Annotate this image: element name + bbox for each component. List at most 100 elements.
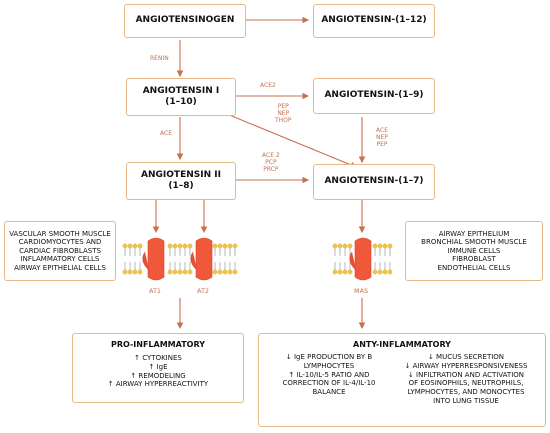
list-item: OF EOSINOPHILS, NEUTROPHILS, [408,379,524,388]
cell-line: IMMUNE CELLS [447,246,501,255]
cells-box-right: AIRWAY EPITHELIUM BRONCHIAL SMOOTH MUSCL… [405,221,543,281]
enzyme-prcp: PRCP [263,166,279,174]
receptor-label-at1: AT1 [149,287,162,295]
lipid-head [347,269,353,275]
list-item: CORRECTION OF IL-4/IL-10 [282,379,376,388]
enzyme-ace2-top: ACE2 [260,82,276,89]
cell-line: FIBROBLAST [452,255,496,264]
lipid-head [232,243,238,249]
lipid-head [187,243,193,249]
node-label: ANGIOTENSIN-(1–7) [324,176,424,187]
lipid-head [137,269,143,275]
membrane-left [122,243,238,275]
lipid-head [217,269,223,275]
enzyme-thop: THOP [275,117,292,125]
list-item: ↓ INFILTRATION AND ACTIVATION [407,370,525,379]
lipid-head [222,269,228,275]
lipid-head [372,269,378,275]
receptor-mas [354,237,372,281]
enzyme-nep: NEP [376,134,388,142]
receptor-at1-lobe [142,251,150,271]
lipid-head [172,243,178,249]
lipid-head [222,243,228,249]
cell-line: ENDOTHELIAL CELLS [437,263,511,272]
list-item: BALANCE [312,388,346,396]
lipid-head [167,243,173,249]
receptor-at1 [147,237,165,281]
cells-box-left: VASCULAR SMOOTH MUSCLE CARDIOMYOCYTES AN… [4,221,116,281]
lipid-head [217,243,223,249]
lipid-head [342,243,348,249]
anti-inflammatory-title: ANTY-INFLAMMATORY [353,340,451,349]
node-label: ANGIOTENSIN II [141,169,221,180]
enzyme-renin: RENIN [150,55,169,62]
lipid-head [187,269,193,275]
list-item: ↑ AIRWAY HYPERREACTIVITY [107,380,209,389]
list-item: ↑ IgE [148,362,168,371]
node-angiotensin-I: ANGIOTENSIN I (1–10) [126,78,236,116]
enzyme-ace-left: ACE [160,130,172,137]
enzyme-nep: NEP [277,110,290,118]
lipid-head [212,243,218,249]
node-angiotensin-1-7: ANGIOTENSIN-(1–7) [313,164,435,200]
cell-line: AIRWAY EPITHELIAL CELLS [14,263,106,272]
lipid-head [377,269,383,275]
lipid-head [372,243,378,249]
lipid-head [382,269,388,275]
enzyme-pep: PEP [277,103,289,110]
enzyme-pcp: PCP [265,159,277,167]
node-sublabel: (1–10) [165,97,197,107]
lipid-head [342,269,348,275]
lipid-head [332,269,338,275]
pro-inflammatory-list: ↑ CYTOKINES ↑ IgE ↑ REMODELING ↑ AIRWAY … [73,354,243,389]
lipid-head [337,243,343,249]
pro-inflammatory-title: PRO-INFLAMMATORY [111,340,205,349]
list-item: ↓ IgE PRODUCTION BY B [285,353,373,361]
list-item: LYMPHOCYTES [303,361,355,370]
membrane-right [332,243,393,275]
list-item: ↓ AIRWAY HYPERRESPONSIVENESS [404,361,528,370]
lipid-head [122,269,128,275]
enzyme-ace2-pcp-prcp: ACE 2 PCP PRCP [262,152,280,174]
lipid-head [332,243,338,249]
arrow-ang-I-to-1-7 [221,111,358,168]
receptor-at2-lobe [190,251,198,271]
pro-inflammatory-panel: PRO-INFLAMMATORY ↑ CYTOKINES ↑ IgE ↑ REM… [72,333,244,403]
lipid-head [137,243,143,249]
lipid-head [212,269,218,275]
node-label: ANGIOTENSINOGEN [135,15,235,26]
cell-line: BRONCHIAL SMOOTH MUSCLE [421,238,527,247]
receptor-label-at2: AT2 [197,287,210,295]
enzyme-ace-nep-pep: ACE NEP PEP [376,127,388,149]
lipid-head [172,269,178,275]
list-item: ↑ IL-10/IL-5 RATIO AND [288,370,370,379]
list-item: LYMPHOCYTES, AND MONOCYTES [407,388,525,396]
receptor-mas-lobe [349,251,357,271]
lipid-head [122,243,128,249]
lipid-head [232,269,238,275]
enzyme-ace2: ACE 2 [262,152,280,159]
cell-line: INFLAMMATORY CELLS [20,255,100,264]
lipid-head [382,243,388,249]
list-item: ↓ MUCUS SECRETION [427,353,505,361]
lipid-head [127,243,133,249]
node-label: ANGIOTENSIN-(1–12) [321,15,427,26]
receptor-at2 [195,237,213,281]
enzyme-pep-nep-thop: PEP NEP THOP [275,103,292,125]
lipid-head [377,243,383,249]
anti-inflammatory-right-list: ↓ MUCUS SECRETION ↓ AIRWAY HYPERRESPONSI… [393,353,539,406]
lipid-head [177,243,183,249]
anti-inflammatory-left-list: ↓ IgE PRODUCTION BY B LYMPHOCYTES ↑ IL-1… [265,353,393,406]
lipid-head [182,243,188,249]
node-angiotensin-1-12: ANGIOTENSIN-(1–12) [313,4,435,38]
lipid-head [132,269,138,275]
enzyme-ace: ACE [376,127,388,134]
lipid-head [127,269,133,275]
lipid-head [227,243,233,249]
node-angiotensin-1-9: ANGIOTENSIN-(1–9) [313,78,435,114]
cell-line: CARDIOMYOCYTES AND [18,238,102,247]
list-item: ↑ REMODELING [130,371,186,380]
cell-line: CARDIAC FIBROBLASTS [19,246,101,255]
lipid-head [387,243,393,249]
